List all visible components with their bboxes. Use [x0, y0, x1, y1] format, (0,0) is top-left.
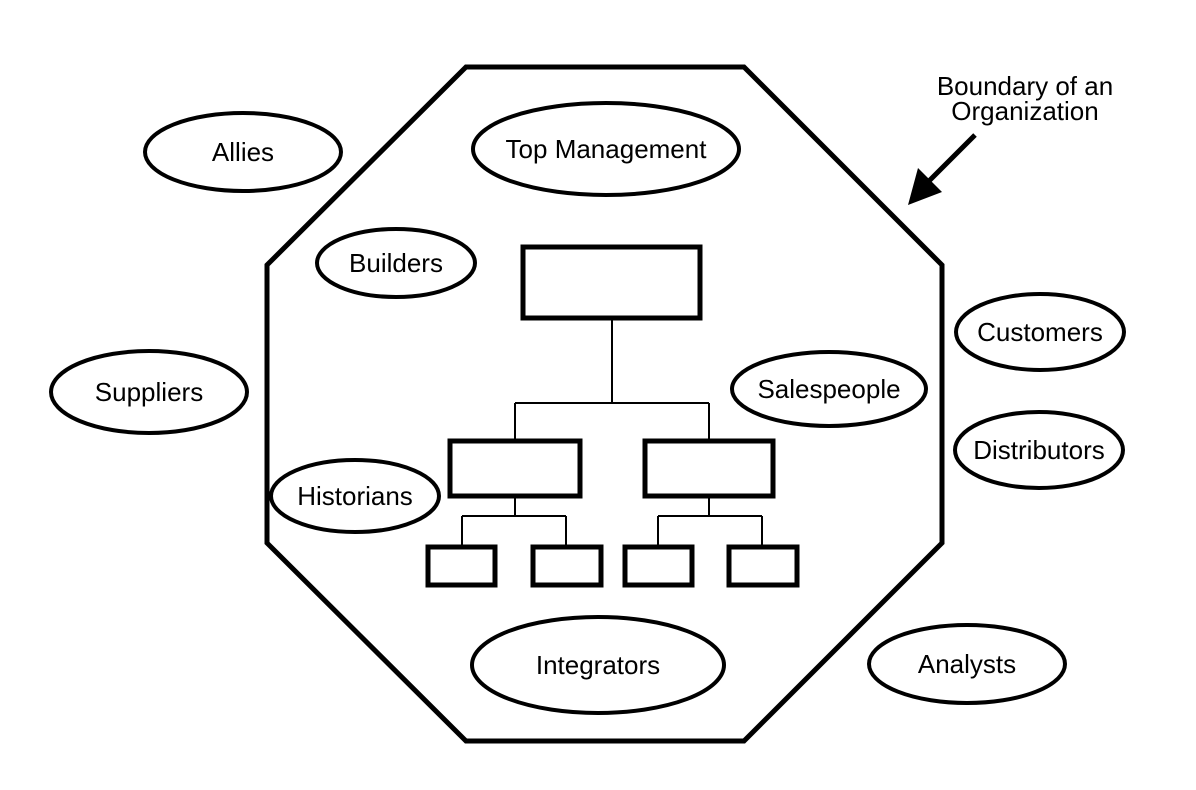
boundary-label: Boundary of an Organization [937, 71, 1113, 126]
ellipse-allies: Allies [143, 111, 343, 193]
customers-label: Customers [977, 317, 1103, 347]
org-chart-box-leaf-1 [425, 544, 498, 588]
org-chart-connectors [461, 318, 763, 547]
historians-label: Historians [297, 481, 413, 511]
ellipse-builders: Builders [315, 227, 477, 299]
suppliers-label: Suppliers [95, 377, 203, 407]
ellipse-salespeople: Salespeople [730, 350, 928, 428]
org-chart-box-leaf-3 [622, 544, 695, 588]
analysts-label: Analysts [918, 649, 1016, 679]
org-chart-box-mid-left [447, 438, 583, 499]
salespeople-label: Salespeople [757, 374, 900, 404]
org-chart-box-leaf-2 [530, 544, 604, 588]
org-chart-box-top [520, 244, 703, 321]
ellipse-historians: Historians [269, 458, 441, 534]
ellipse-top-management: Top Management [471, 101, 741, 197]
boundary-label-line1: Boundary of an [937, 71, 1113, 101]
boundary-label-line2: Organization [951, 96, 1098, 126]
boundary-arrow-icon [908, 133, 977, 205]
ellipse-integrators: Integrators [470, 615, 726, 715]
top-management-label: Top Management [506, 134, 708, 164]
distributors-label: Distributors [973, 435, 1104, 465]
integrators-label: Integrators [536, 650, 660, 680]
ellipse-distributors: Distributors [953, 410, 1125, 490]
org-chart-box-leaf-4 [726, 544, 800, 588]
org-chart-box-mid-right [642, 438, 776, 499]
ellipse-analysts: Analysts [867, 623, 1067, 705]
builders-label: Builders [349, 248, 443, 278]
org-chart [425, 244, 800, 588]
ellipse-suppliers: Suppliers [49, 349, 249, 435]
organization-boundary-octagon [264, 64, 945, 744]
ellipse-customers: Customers [954, 292, 1126, 372]
allies-label: Allies [212, 137, 274, 167]
